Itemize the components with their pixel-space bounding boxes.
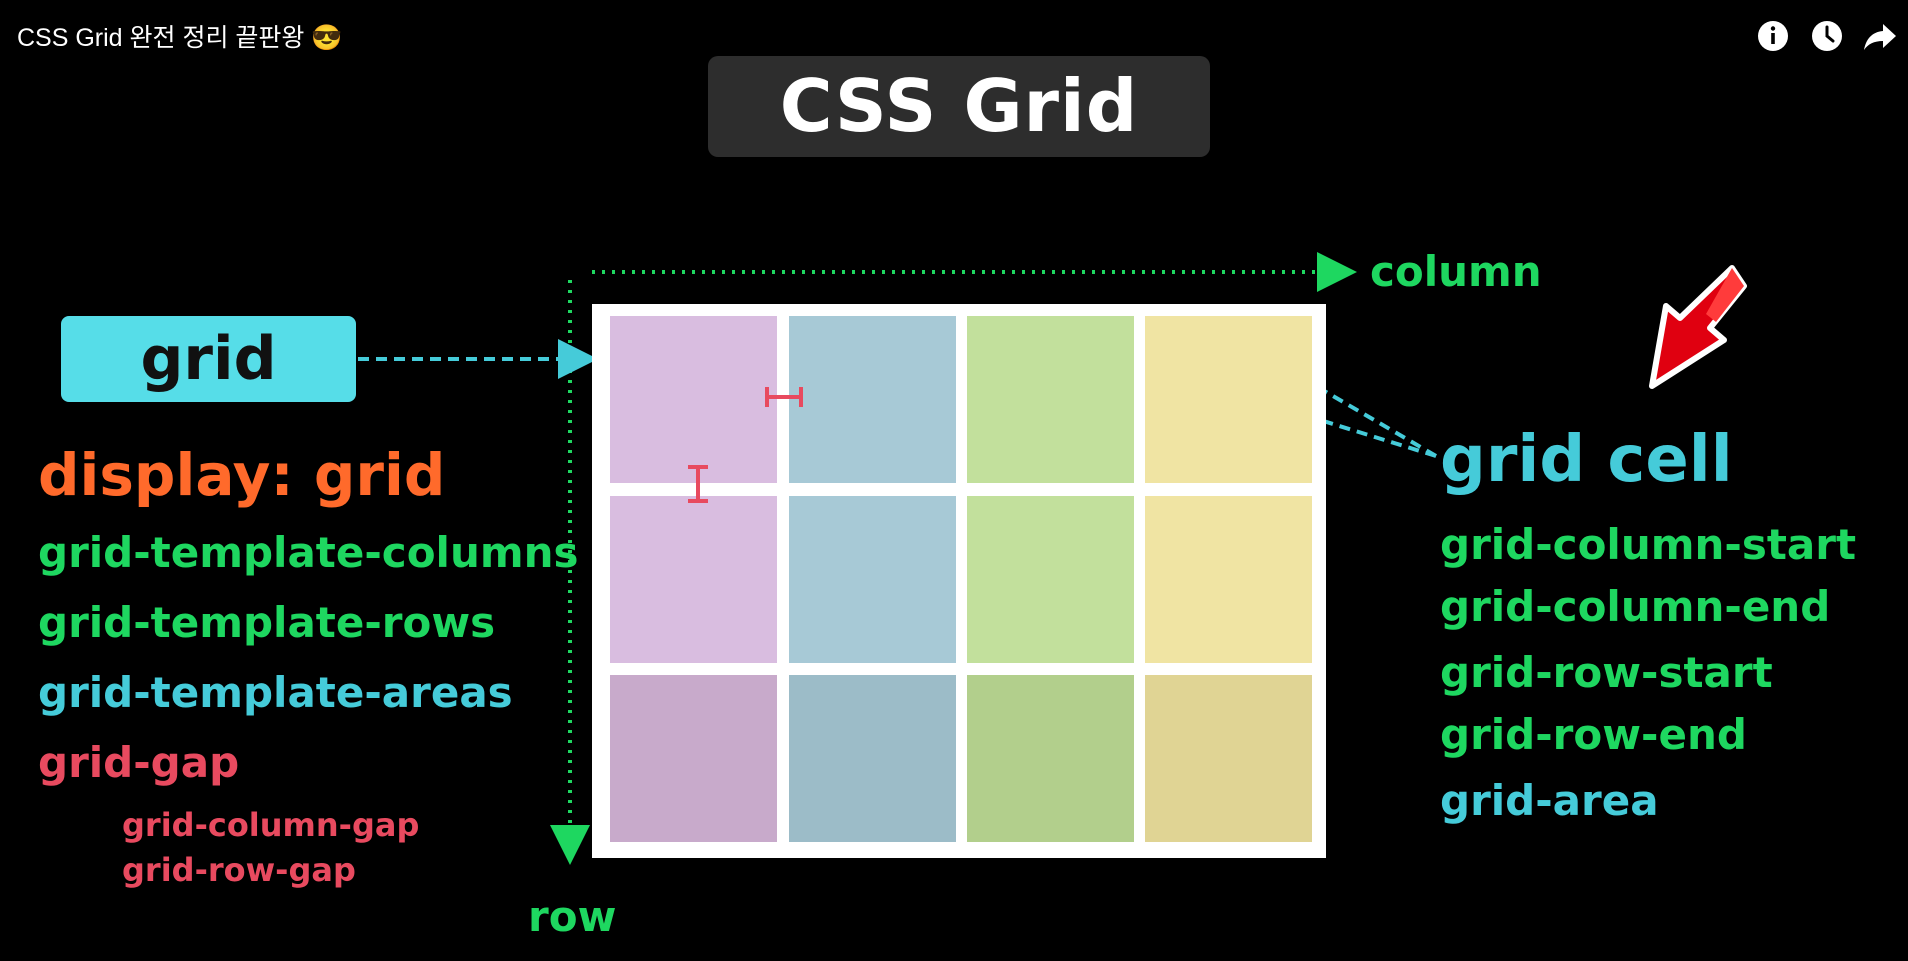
grid-column-end-label: grid-column-end — [1440, 582, 1831, 631]
grid-row-end-label: grid-row-end — [1440, 710, 1747, 759]
grid-template-areas-label: grid-template-areas — [38, 668, 513, 717]
grid-cell — [789, 316, 956, 483]
row-axis-label: row — [528, 892, 617, 941]
display-grid-label: display: grid — [38, 441, 446, 509]
slide-title: CSS Grid — [779, 64, 1139, 148]
grid-board — [592, 304, 1326, 858]
grid-cell — [967, 316, 1134, 483]
grid-template-columns-label: grid-template-columns — [38, 528, 579, 577]
grid-cell — [789, 496, 956, 663]
grid-cell — [1145, 496, 1312, 663]
row-gap-marker-icon — [688, 465, 708, 503]
grid-column-start-label: grid-column-start — [1440, 520, 1857, 569]
grid-cell — [1145, 316, 1312, 483]
grid-row-start-label: grid-row-start — [1440, 648, 1773, 697]
column-gap-marker-icon — [765, 387, 803, 407]
column-axis-label: column — [1370, 247, 1542, 296]
pointer-arrow-icon — [1649, 265, 1747, 389]
grid-cell — [967, 675, 1134, 842]
grid-area-label: grid-area — [1440, 776, 1659, 825]
grid-cell — [1145, 675, 1312, 842]
grid-cell — [610, 675, 777, 842]
grid-badge — [61, 316, 356, 402]
slide-title-box — [708, 56, 1210, 157]
video-title: CSS Grid 완전 정리 끝판왕 😎 — [17, 24, 343, 52]
clock-icon[interactable] — [1809, 18, 1845, 54]
share-icon[interactable] — [1862, 18, 1898, 54]
grid-template-rows-label: grid-template-rows — [38, 598, 496, 647]
grid-cell — [789, 675, 956, 842]
grid-gap-label: grid-gap — [38, 738, 240, 787]
grid-cell-heading: grid cell — [1440, 423, 1733, 497]
grid-cell — [610, 496, 777, 663]
grid-cell — [967, 496, 1134, 663]
grid-badge-label: grid — [140, 324, 277, 394]
grid-column-gap-label: grid-column-gap — [122, 806, 420, 844]
grid-row-gap-label: grid-row-gap — [122, 851, 356, 889]
grid-cell — [610, 316, 777, 483]
info-icon[interactable] — [1755, 18, 1791, 54]
